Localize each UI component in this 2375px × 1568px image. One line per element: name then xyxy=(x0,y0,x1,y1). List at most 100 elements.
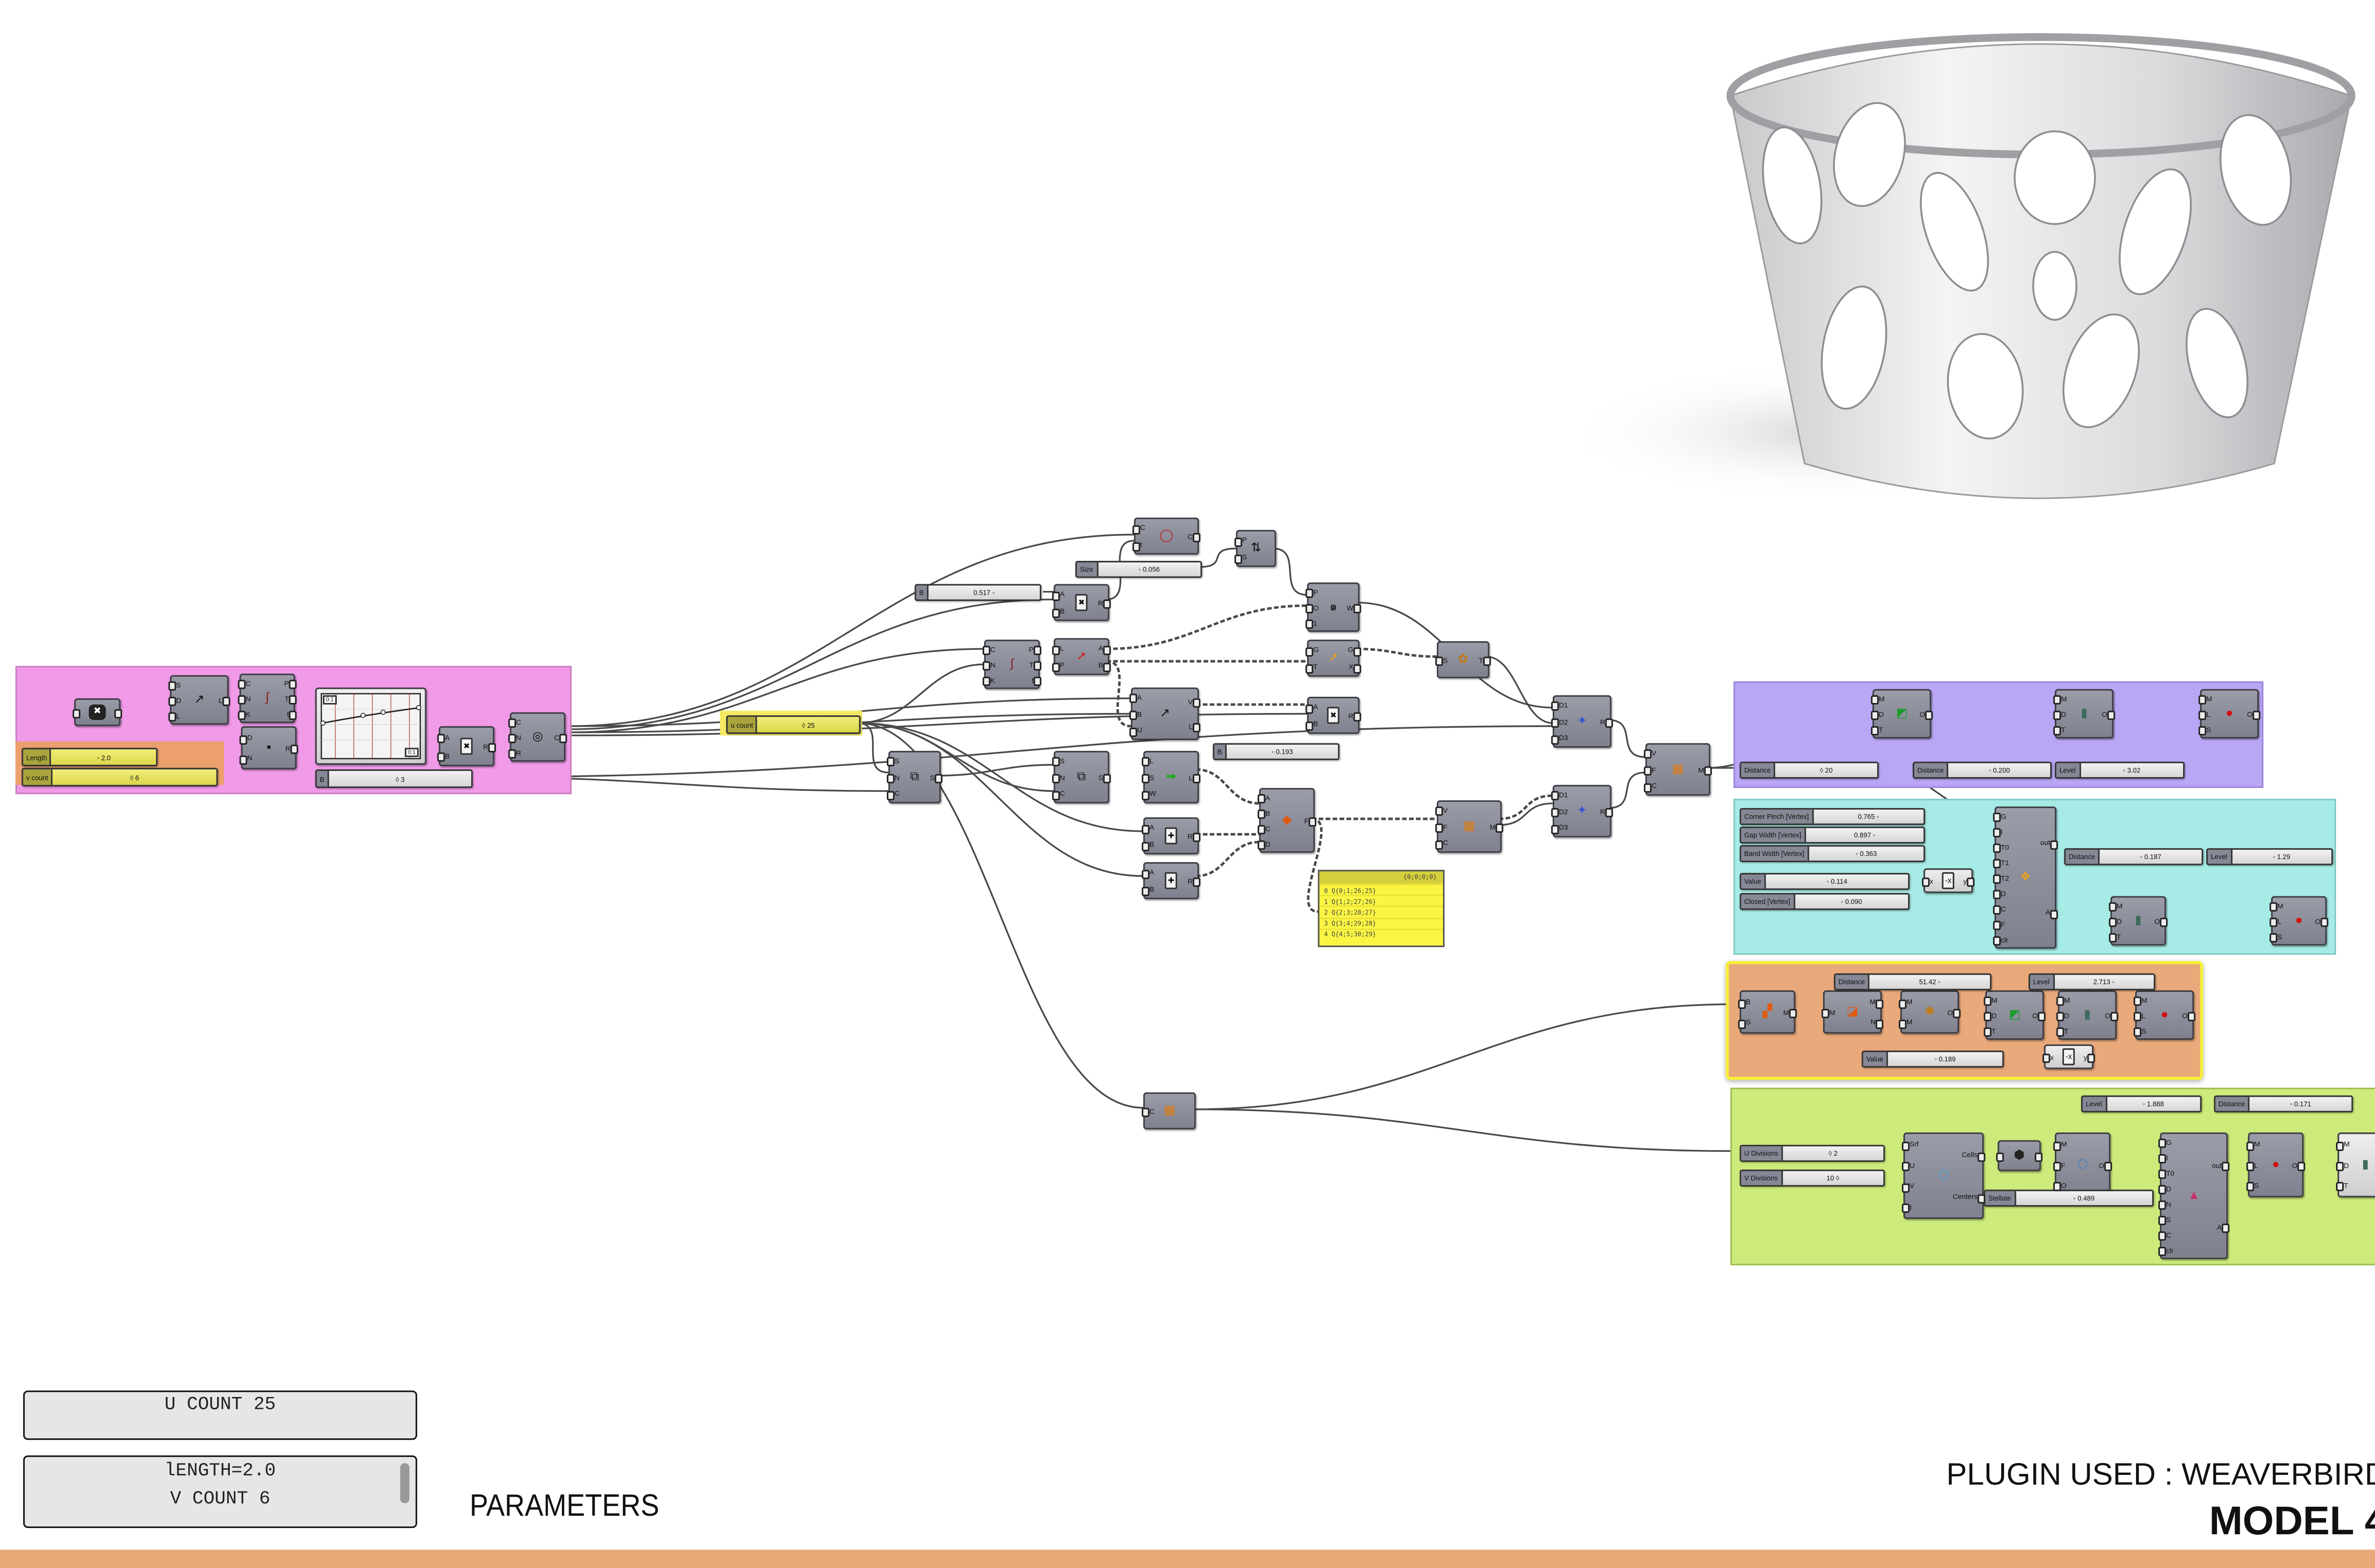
input-port-label[interactable]: S xyxy=(176,680,181,689)
input-grip[interactable] xyxy=(2270,918,2277,927)
input-port-label[interactable]: N xyxy=(894,773,900,781)
input-port-label[interactable]: T xyxy=(1879,725,1883,733)
input-port-label[interactable]: D xyxy=(247,733,253,742)
input-grip[interactable] xyxy=(983,646,990,656)
input-port-label[interactable]: L xyxy=(2254,1161,2258,1169)
output-port-label[interactable]: L xyxy=(218,696,223,704)
output-port-label[interactable]: N xyxy=(1870,1018,1876,1026)
output-grip[interactable] xyxy=(1354,663,1361,673)
input-port-label[interactable]: I xyxy=(2001,827,2003,836)
input-grip[interactable] xyxy=(1644,782,1651,792)
input-grip[interactable] xyxy=(2246,1161,2254,1171)
slider-value[interactable]: 0.897 ◦ xyxy=(1805,828,1924,842)
slider-value[interactable]: ◦ 2.0 xyxy=(51,749,156,765)
input-grip[interactable] xyxy=(238,711,245,720)
input-port-label[interactable]: D xyxy=(2061,710,2066,718)
input-grip[interactable] xyxy=(2199,695,2206,705)
output-port-label[interactable]: A xyxy=(2045,908,2051,916)
output-port-label[interactable]: T xyxy=(285,694,289,703)
input-port-label[interactable]: U xyxy=(1910,1161,1915,1169)
input-port-label[interactable]: S xyxy=(2277,932,2282,941)
output-port-label[interactable]: R xyxy=(1600,807,1606,815)
input-port-label[interactable]: T0 xyxy=(2166,1169,2175,1177)
input-port-label[interactable]: A xyxy=(1149,823,1154,831)
input-grip[interactable] xyxy=(887,790,894,800)
input-port-label[interactable]: V xyxy=(1910,1182,1915,1190)
input-port-label[interactable]: B xyxy=(1746,998,1751,1006)
output-port-label[interactable]: R xyxy=(483,742,488,751)
input-grip[interactable] xyxy=(1258,794,1265,804)
input-grip[interactable] xyxy=(983,661,990,671)
input-port-label[interactable]: G xyxy=(2001,812,2006,820)
input-port-label[interactable]: G xyxy=(2166,1138,2172,1146)
input-port-label[interactable]: M xyxy=(2117,901,2123,910)
input-grip[interactable] xyxy=(1902,1141,1909,1151)
input-port-label[interactable]: M xyxy=(1991,996,1998,1004)
input-port-label[interactable]: F xyxy=(2001,920,2005,928)
output-grip[interactable] xyxy=(1193,833,1200,842)
output-grip[interactable] xyxy=(289,711,296,720)
input-port-label[interactable]: U xyxy=(1137,726,1142,734)
input-port-label[interactable]: D xyxy=(2344,1161,2349,1169)
output-port-label[interactable]: C xyxy=(554,733,560,741)
input-port-label[interactable]: B xyxy=(1137,710,1142,718)
input-grip[interactable] xyxy=(1551,824,1558,834)
output-port-label[interactable]: O xyxy=(2105,1011,2111,1019)
input-port-label[interactable]: O xyxy=(2061,1181,2067,1189)
output-grip[interactable] xyxy=(1193,774,1200,784)
input-port-label[interactable]: A xyxy=(445,733,450,741)
input-port-label[interactable]: G xyxy=(1313,646,1319,654)
input-grip[interactable] xyxy=(2053,1141,2061,1151)
input-port-label[interactable]: D1 xyxy=(1558,790,1568,799)
output-grip[interactable] xyxy=(1354,604,1361,614)
slider-value[interactable]: ◊ 2 xyxy=(1783,1146,1883,1160)
output-grip[interactable] xyxy=(1354,646,1361,656)
input-port-label[interactable]: W xyxy=(1149,789,1157,798)
number-slider[interactable]: Distance◦ 0.171 xyxy=(2214,1095,2353,1112)
output-port-label[interactable]: R xyxy=(1188,832,1193,840)
output-grip[interactable] xyxy=(289,680,296,689)
input-grip[interactable] xyxy=(1052,790,1059,800)
input-grip[interactable] xyxy=(2246,1141,2254,1151)
number-slider[interactable]: Distance◊ 20 xyxy=(1739,761,1879,779)
output-port-label[interactable]: O xyxy=(2247,710,2253,718)
slider-value[interactable]: ◊ 20 xyxy=(1775,763,1877,778)
input-port-label[interactable]: 1 xyxy=(1313,618,1318,627)
input-port-label[interactable]: D2 xyxy=(1558,717,1568,726)
number-slider[interactable]: B◦ 0.193 xyxy=(1213,743,1340,760)
input-grip[interactable] xyxy=(2158,1231,2166,1241)
input-port-label[interactable]: T xyxy=(2344,1181,2348,1189)
output-port-label[interactable]: M xyxy=(1870,998,1876,1006)
input-port-label[interactable]: M xyxy=(2277,901,2283,910)
input-grip[interactable] xyxy=(1306,703,1313,713)
input-grip[interactable] xyxy=(1306,663,1313,673)
input-grip[interactable] xyxy=(887,757,894,767)
number-slider[interactable]: Value◦ 0.189 xyxy=(1862,1050,2004,1068)
input-port-label[interactable]: M xyxy=(1906,998,1913,1006)
input-port-label[interactable]: S xyxy=(1060,757,1065,765)
output-port-label[interactable]: O xyxy=(2101,710,2108,718)
input-grip[interactable] xyxy=(1993,921,2000,931)
input-grip[interactable] xyxy=(1899,1019,1906,1028)
input-grip[interactable] xyxy=(1052,591,1059,600)
output-grip[interactable] xyxy=(2222,1224,2229,1233)
input-grip[interactable] xyxy=(2056,1012,2064,1021)
input-grip[interactable] xyxy=(2053,695,2061,705)
number-slider[interactable]: Closed [Vertex]◦ 0.090 xyxy=(1739,893,1910,910)
slider-value[interactable]: 2.713 ◦ xyxy=(2054,975,2154,989)
output-grip[interactable] xyxy=(1103,662,1111,672)
input-port-label[interactable]: D xyxy=(2166,1184,2171,1192)
output-port-label[interactable]: R xyxy=(1188,876,1193,885)
input-port-label[interactable]: clr xyxy=(2166,1246,2174,1254)
output-port-label[interactable]: S xyxy=(930,773,935,781)
input-port-label[interactable]: V xyxy=(1443,806,1448,814)
input-grip[interactable] xyxy=(1922,877,1929,887)
slider-value[interactable]: 0.517 ◦ xyxy=(928,585,1040,600)
input-grip[interactable] xyxy=(1306,604,1313,614)
input-grip[interactable] xyxy=(2056,1027,2064,1037)
